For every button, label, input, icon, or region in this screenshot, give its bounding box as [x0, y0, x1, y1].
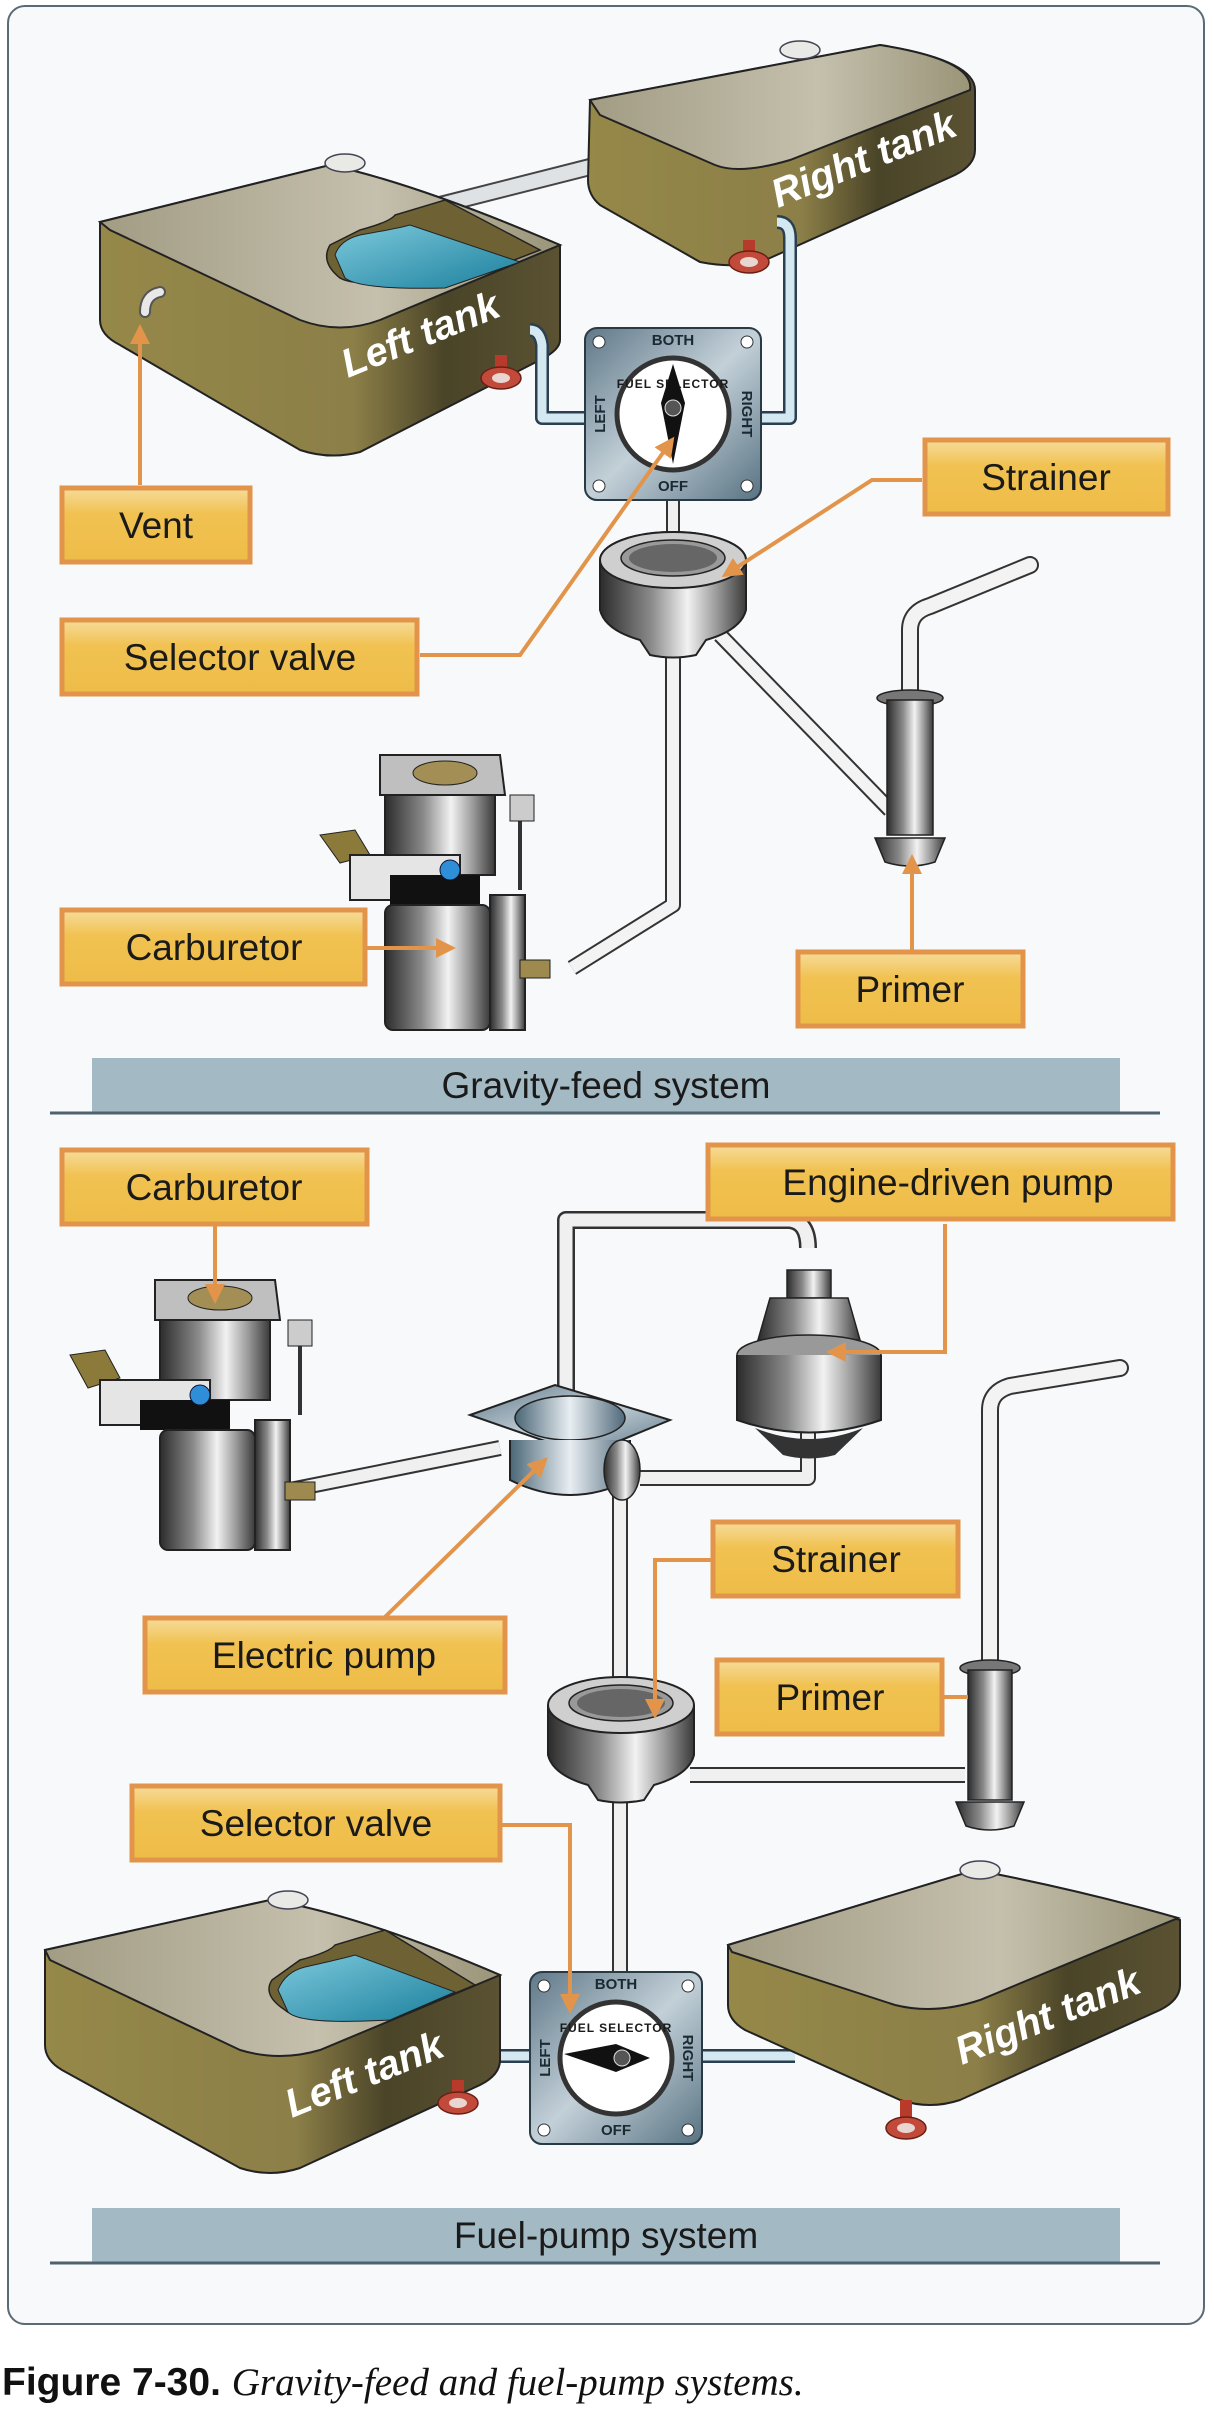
label-strainer: Strainer: [721, 437, 1171, 578]
filler-cap-icon: [779, 40, 821, 60]
filler-cap-icon: [324, 153, 366, 173]
dial-label-off: OFF: [658, 478, 688, 495]
svg-text:Primer: Primer: [856, 969, 965, 1010]
primer: [873, 689, 947, 867]
svg-text:Selector valve: Selector valve: [124, 637, 356, 678]
svg-text:Strainer: Strainer: [981, 457, 1111, 498]
drain-valve-icon: [480, 355, 522, 390]
drain-valve-icon: [885, 2100, 927, 2140]
fuel-lines: [529, 215, 1039, 975]
svg-text:Strainer: Strainer: [771, 1539, 901, 1580]
figure-number: Figure 7-30.: [2, 2361, 221, 2404]
dial-label-right: RIGHT: [738, 391, 755, 438]
svg-text:Carburetor: Carburetor: [126, 1167, 303, 1208]
dial-label-left: LEFT: [592, 395, 609, 433]
mesh-screen-icon: [577, 1689, 665, 1717]
strainer: [599, 531, 747, 659]
dial-label-right: RIGHT: [679, 2035, 696, 2082]
label-electric-pump: Electric pump: [142, 1457, 548, 1695]
carburetor: [69, 1279, 316, 1551]
primer: [954, 1659, 1026, 1831]
gravity-feed-section: Right tank Left tank: [50, 40, 1171, 1115]
fuel-system-diagram: Right tank Left tank: [43, 40, 1182, 2265]
figure-caption: Figure 7-30. Gravity-feed and fuel-pump …: [2, 2360, 804, 2405]
filler-cap-icon: [959, 1860, 1001, 1880]
label-engine-driven-pump: Engine-driven pump: [705, 1142, 1176, 1362]
section-title-gravity-feed: Gravity-feed system: [50, 1058, 1160, 1115]
svg-text:Carburetor: Carburetor: [126, 927, 303, 968]
dial-label-left: LEFT: [537, 2039, 554, 2077]
label-carburetor: Carburetor: [59, 1147, 370, 1304]
strainer: [547, 1676, 695, 1804]
label-selector-valve: Selector valve: [59, 436, 675, 697]
drain-valve-icon: [728, 240, 770, 274]
svg-text:Engine-driven pump: Engine-driven pump: [782, 1162, 1113, 1203]
throttle-arm-icon: [69, 1349, 121, 1389]
label-selector-valve: Selector valve: [129, 1783, 580, 2014]
selector-valve: BOTH OFF LEFT RIGHT FUEL SELECTOR: [584, 327, 762, 501]
left-tank: Left tank: [43, 1890, 503, 2174]
label-primer: Primer: [795, 854, 1026, 1029]
engine-driven-pump: [736, 1269, 882, 1459]
section-title-fuel-pump: Fuel-pump system: [50, 2208, 1160, 2265]
label-vent: Vent: [59, 324, 253, 565]
selector-valve: BOTH OFF LEFT RIGHT FUEL SELECTOR: [529, 1971, 703, 2145]
svg-text:Vent: Vent: [119, 505, 194, 546]
dial-label-off: OFF: [601, 2122, 631, 2139]
label-carburetor: Carburetor: [59, 907, 456, 987]
right-tank: Right tank: [726, 1860, 1182, 2140]
label-primer: Primer: [714, 1657, 968, 1737]
figure-description: Gravity-feed and fuel-pump systems.: [231, 2361, 804, 2404]
carburetor: [319, 754, 551, 1031]
svg-text:Electric pump: Electric pump: [212, 1635, 436, 1676]
drain-valve-icon: [437, 2080, 479, 2115]
svg-text:Gravity-feed system: Gravity-feed system: [442, 1065, 771, 1106]
electric-pump: [466, 1383, 673, 1501]
svg-text:Selector valve: Selector valve: [200, 1803, 432, 1844]
right-tank: Right tank: [586, 40, 976, 274]
label-strainer: Strainer: [645, 1519, 961, 1719]
fuel-lines: [288, 1211, 1129, 2063]
selector-handle-icon: [564, 2044, 650, 2072]
dial-label-both: BOTH: [595, 1976, 638, 1993]
left-tank: Left tank: [97, 153, 563, 457]
dial-face-text: FUEL SELECTOR: [560, 2021, 673, 2035]
filler-cap-icon: [267, 1890, 309, 1910]
svg-text:Fuel-pump system: Fuel-pump system: [454, 2215, 758, 2256]
mesh-screen-icon: [629, 544, 717, 572]
fuel-pump-section: Left tank Right tank BOTH: [43, 1142, 1182, 2265]
dial-label-both: BOTH: [652, 332, 695, 349]
svg-text:Primer: Primer: [776, 1677, 885, 1718]
